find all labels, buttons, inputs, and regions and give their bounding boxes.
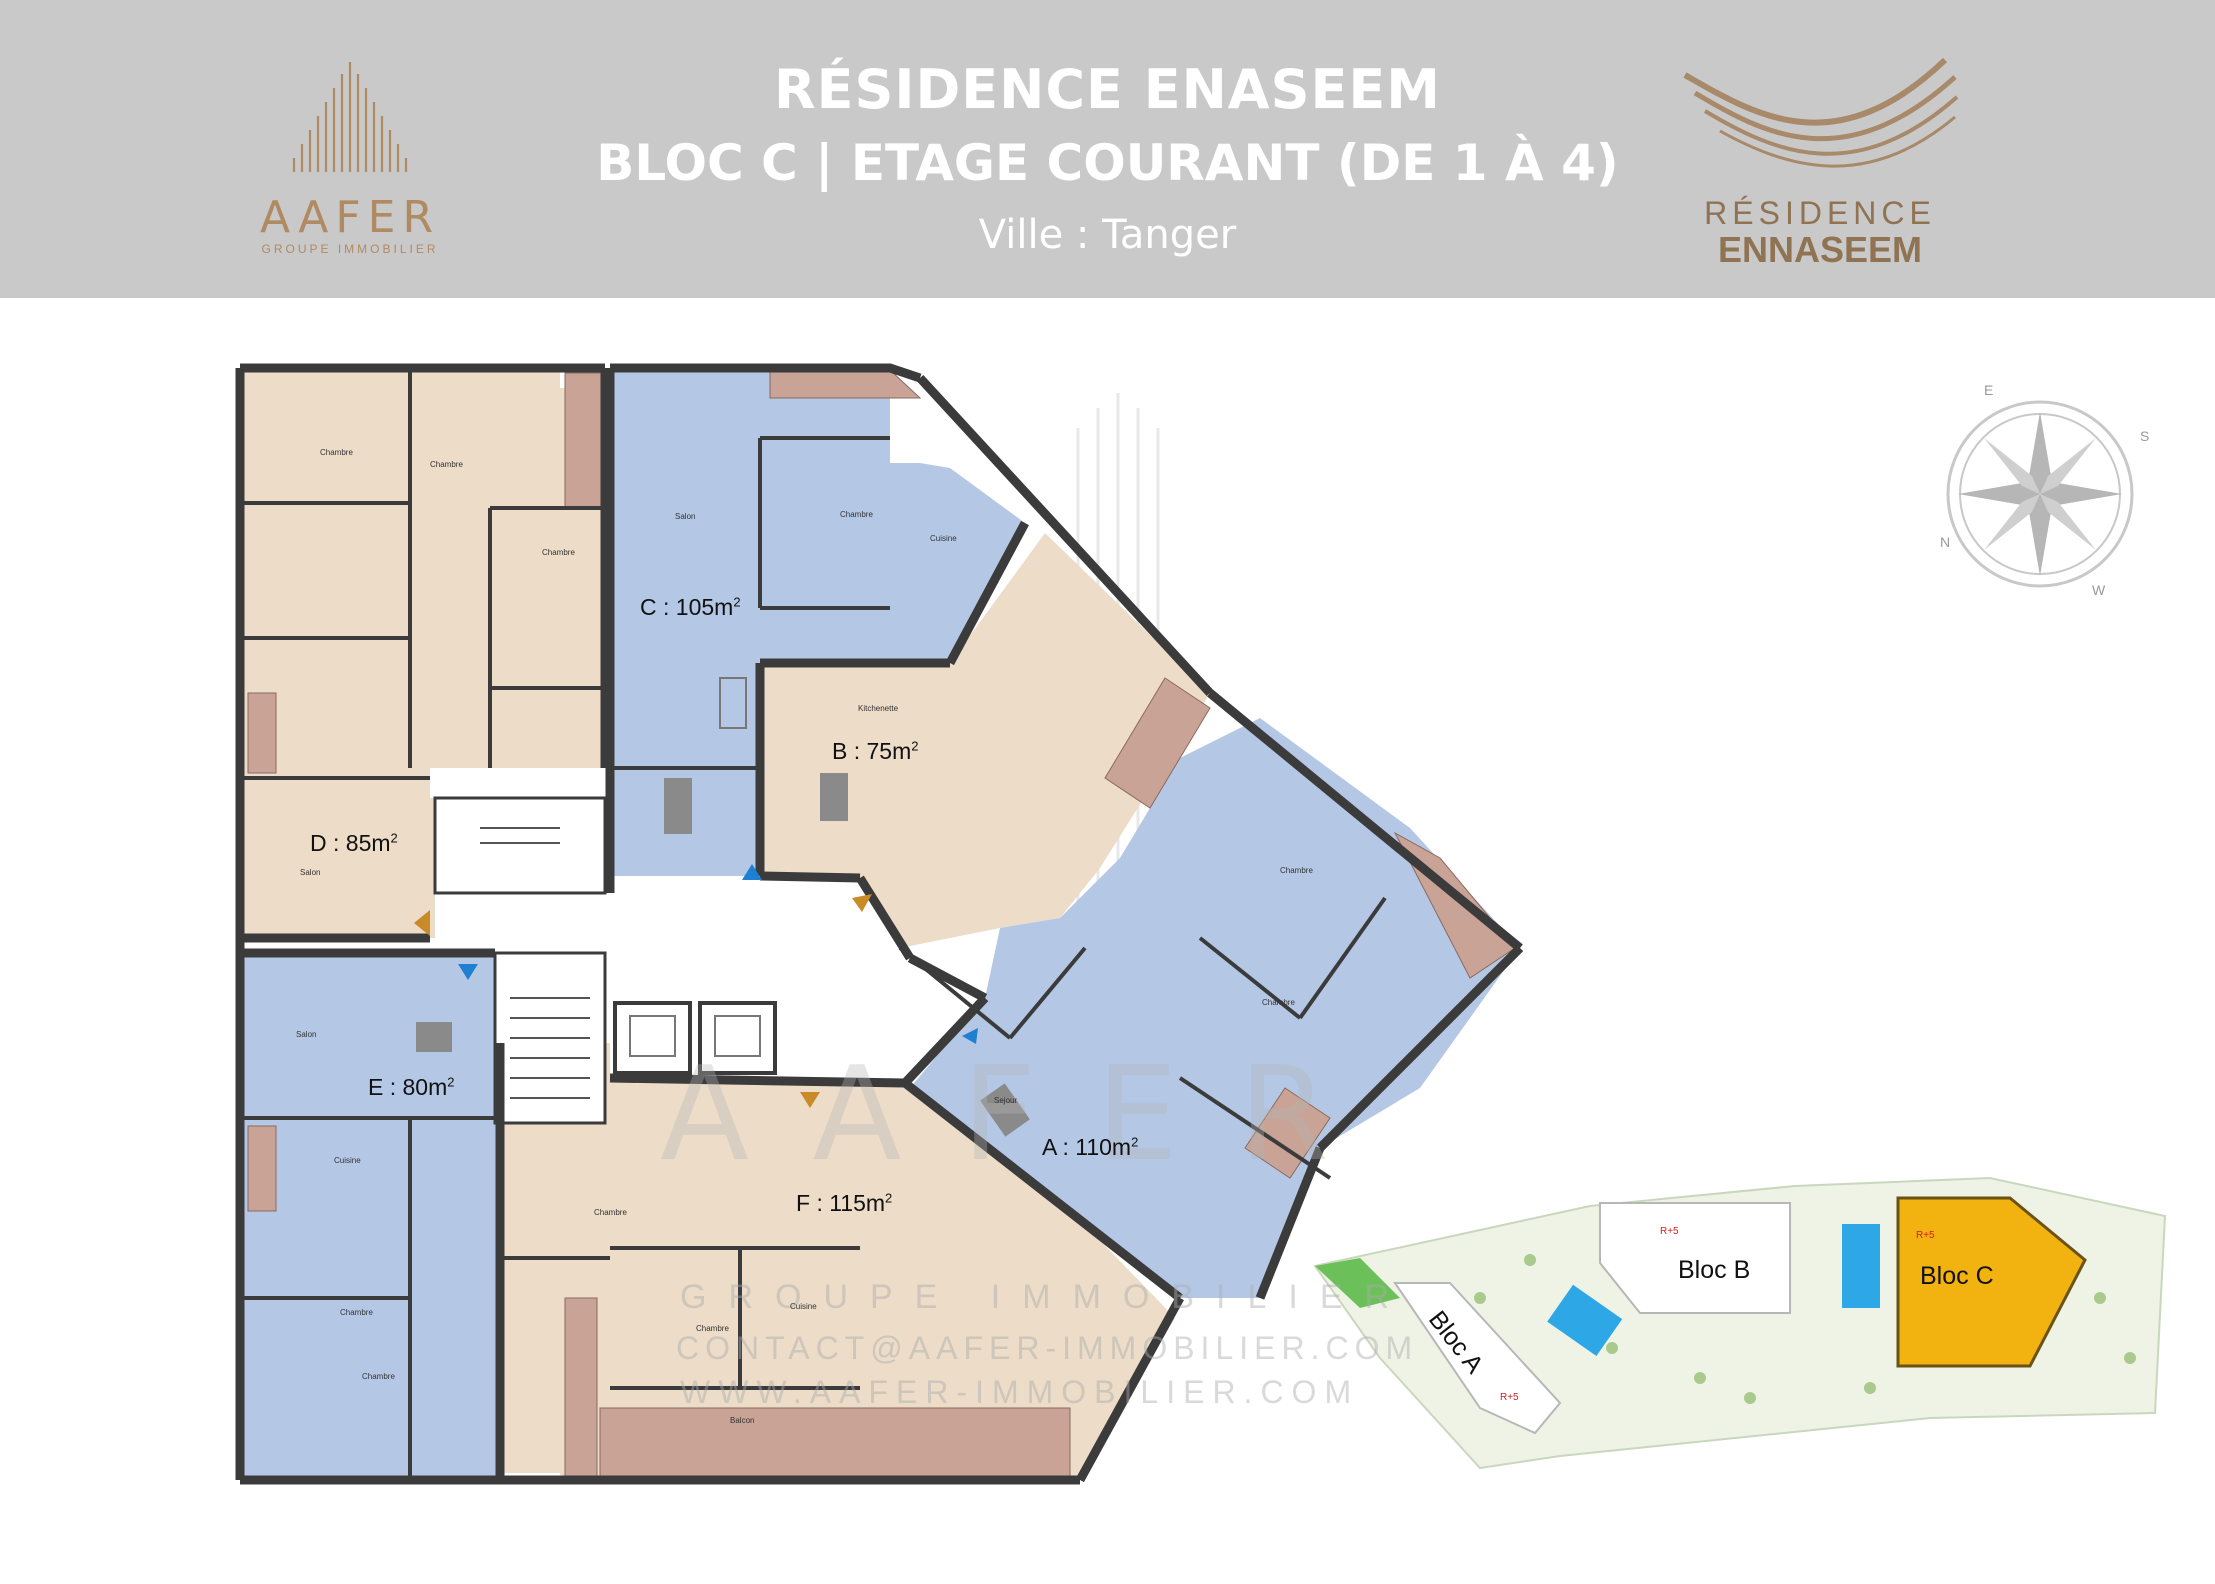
apartment-e-text: E : 80m [368, 1074, 448, 1100]
entry-arrow-a [962, 1028, 978, 1044]
room-label-chambre-d1: Chambre [320, 448, 353, 457]
apartment-label-a: A : 110m2 [1042, 1134, 1138, 1161]
entry-arrow-d [414, 910, 430, 936]
apartment-label-b: B : 75m2 [832, 738, 919, 765]
page-title: RÉSIDENCE ENASEEM [774, 58, 1441, 121]
entry-arrow-b [852, 894, 872, 912]
exterior-walls [235, 363, 1524, 1485]
room-label-chambre-a1: Chambre [1280, 866, 1313, 875]
floor-plan: AAFER GROUPE IMMOBILIER CONTACT@AAFER-IM… [0, 298, 2215, 1584]
ennaseem-logo-line2: ENNASEEM [1717, 229, 1923, 270]
site-plan-bloc-b-label: Bloc B [1678, 1256, 1751, 1284]
ennaseem-swoosh-icon [1683, 57, 1959, 168]
room-label-cuisine-e: Cuisine [334, 1156, 361, 1165]
bloc-a-footprint [1393, 1282, 1562, 1435]
balconies [247, 369, 1516, 1479]
apartment-f-text: F : 115m [796, 1190, 886, 1216]
compass-e: E [1984, 382, 1994, 398]
room-label-salon-c: Salon [675, 512, 696, 521]
furniture [416, 677, 1030, 1137]
room-label-chambre-f1: Chambre [594, 1208, 627, 1217]
interior-walls [240, 368, 1387, 1480]
apartment-b-text: B : 75m [832, 738, 912, 764]
room-label-chambre-c2: Chambre [840, 510, 873, 519]
apartment-c-unit: 2 [733, 594, 741, 610]
watermark-url: WWW.AAFER-IMMOBILIER.COM [680, 1374, 1360, 1410]
apartment-b-unit: 2 [911, 738, 919, 754]
room-label-sejour-a: Sejour [994, 1096, 1018, 1105]
room-label-cuisine-f: Cuisine [790, 1302, 817, 1311]
stair-treads [480, 827, 590, 1099]
apartment-d-text: D : 85m [310, 830, 391, 856]
apartment-label-e: E : 80m2 [368, 1074, 455, 1101]
site-plan-bloc-b-height: R+5 [1660, 1226, 1679, 1237]
room-label-chambre-e2: Chambre [362, 1372, 395, 1381]
site-plan-bloc-a-height: R+5 [1500, 1392, 1519, 1403]
watermark-contact: CONTACT@AAFER-IMMOBILIER.COM [676, 1330, 1419, 1366]
room-label-kitchenette-b: Kitchenette [858, 704, 899, 713]
watermark-name: AAFER [660, 1038, 1389, 1190]
room-label-salon-e: Salon [296, 1030, 317, 1039]
apartment-b-area [760, 533, 1210, 948]
elevator-1 [613, 1001, 692, 1075]
site-plan-bloc-c-label: Bloc C [1920, 1262, 1994, 1290]
bloc-b-footprint [1599, 1202, 1791, 1314]
compass-rose [1946, 400, 2134, 588]
room-label-balcon-f: Balcon [730, 1416, 755, 1425]
room-label-chambre-f2: Chambre [696, 1324, 729, 1333]
room-label-salon-d: Salon [300, 868, 321, 877]
floor-plan-drawing [235, 363, 2167, 1485]
apartment-a-area [910, 718, 1520, 1298]
apartment-e-unit: 2 [447, 1074, 455, 1090]
apartment-label-c: C : 105m2 [640, 594, 741, 621]
room-label-chambre-c1: Chambre [542, 548, 575, 557]
site-plan [1313, 1176, 2167, 1470]
compass-n: N [1940, 534, 1951, 550]
room-label-chambre-d2: Chambre [430, 460, 463, 469]
apartment-e-area [240, 953, 500, 1480]
entry-arrow-c [742, 864, 762, 880]
apartment-f-unit: 2 [885, 1190, 893, 1206]
compass-w: W [2092, 582, 2106, 598]
aafer-emblem-icon [292, 62, 408, 172]
stair-core-upper [433, 796, 607, 895]
apartment-a-text: A : 110m [1042, 1134, 1132, 1160]
entry-arrows [414, 864, 978, 1108]
elevator-2 [698, 1001, 777, 1075]
header-banner: AAFER GROUPE IMMOBILIER RÉSIDENCE ENASEE… [0, 0, 2215, 298]
room-label-cuisine-c: Cuisine [930, 534, 957, 543]
apartment-label-f: F : 115m2 [796, 1190, 892, 1217]
site-plan-green-edge [1315, 1258, 1400, 1308]
apartment-label-d: D : 85m2 [310, 830, 398, 857]
aafer-logo: AAFER GROUPE IMMOBILIER [230, 52, 470, 256]
apartment-c-area [610, 368, 1025, 876]
room-label-chambre-e1: Chambre [340, 1308, 373, 1317]
room-label-chambre-a2: Chambre [1262, 998, 1295, 1007]
apartment-d-unit: 2 [390, 830, 398, 846]
watermark-sub: GROUPE IMMOBILIER [680, 1278, 1412, 1316]
city-label: Ville : Tanger [978, 212, 1237, 258]
compass-s: S [2140, 428, 2150, 444]
aafer-logo-name: AAFER [259, 192, 441, 243]
bloc-c-footprint [1896, 1196, 2087, 1368]
aafer-logo-sub: GROUPE IMMOBILIER [261, 242, 439, 256]
pool-1 [1547, 1284, 1623, 1357]
entry-arrow-e [458, 964, 478, 980]
entry-arrow-f [800, 1092, 820, 1108]
apartment-c-text: C : 105m [640, 594, 734, 620]
page-subtitle: BLOC C | ETAGE COURANT (DE 1 À 4) [596, 134, 1619, 192]
pool-2 [1842, 1224, 1880, 1308]
ennaseem-logo: RÉSIDENCE ENNASEEM [1665, 55, 1975, 270]
ennaseem-logo-line1: RÉSIDENCE [1704, 195, 1936, 231]
apartment-d-area [240, 368, 612, 938]
site-plan-bloc-c-height: R+5 [1916, 1230, 1935, 1241]
apartment-a-unit: 2 [1131, 1134, 1139, 1150]
